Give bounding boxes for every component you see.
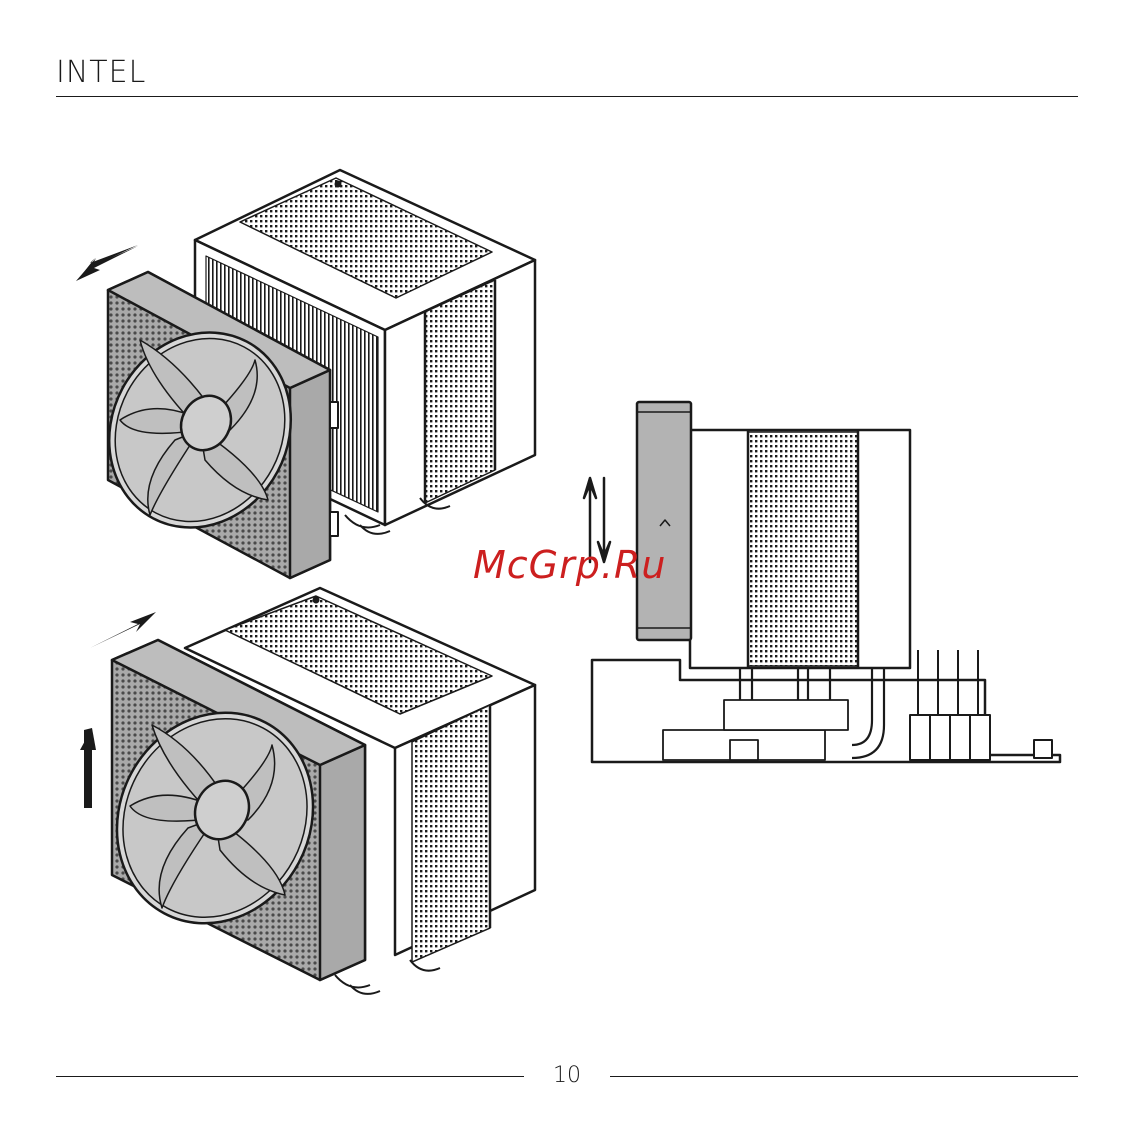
figure-fan-removal: [75, 170, 535, 578]
footer-divider-right: [610, 1076, 1078, 1077]
arrow-install: [90, 612, 156, 648]
figure-fan-installation: [80, 588, 535, 994]
footer-divider-left: [56, 1076, 524, 1077]
page-number: 10: [524, 1065, 610, 1087]
watermark: McGrp.Ru: [473, 546, 666, 584]
